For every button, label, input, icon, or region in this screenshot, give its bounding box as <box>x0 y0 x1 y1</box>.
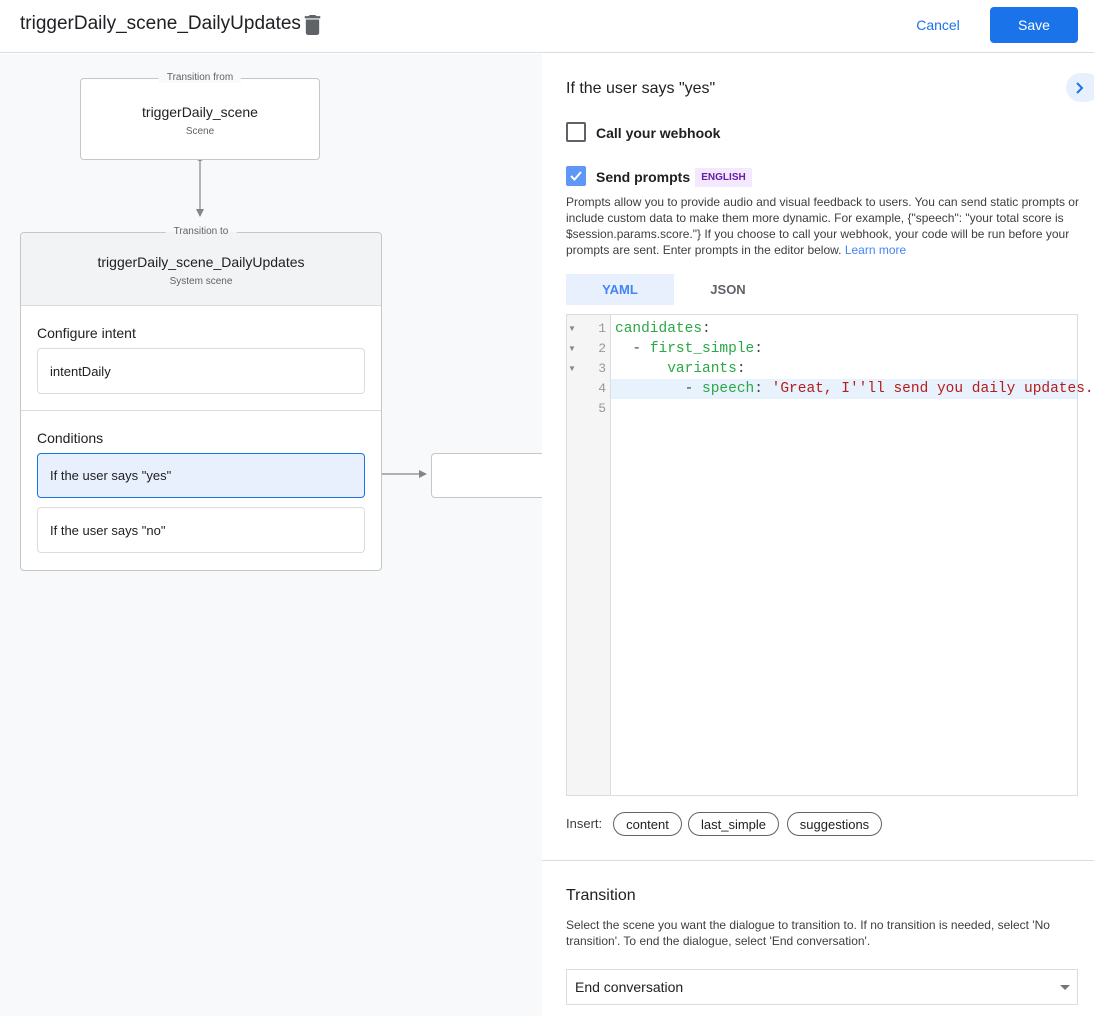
learn-more-link[interactable]: Learn more <box>844 243 907 257</box>
tab-yaml[interactable]: YAML <box>566 274 674 305</box>
dropdown-arrow-icon <box>1060 985 1070 990</box>
tab-json[interactable]: JSON <box>710 282 746 297</box>
arrow-right-icon <box>419 470 427 478</box>
collapse-panel-button[interactable] <box>1066 73 1094 102</box>
cancel-button[interactable]: Cancel <box>906 8 970 42</box>
webhook-label: Call your webhook <box>596 125 721 141</box>
node-subtitle: Scene <box>185 126 215 137</box>
transition-from-node[interactable]: Transition from triggerDaily_scene Scene <box>80 72 320 160</box>
condition-yes[interactable]: If the user says "yes" <box>37 453 365 498</box>
chevron-right-icon <box>1076 81 1084 94</box>
node-title: triggerDaily_scene <box>142 104 258 120</box>
line-number: 4 <box>598 381 606 396</box>
node-legend: Transition to <box>165 226 237 237</box>
code-line: variants: <box>667 361 746 377</box>
prompts-description: Prompts allow you to provide audio and v… <box>566 195 1079 257</box>
send-prompts-label: Send prompts <box>596 169 691 185</box>
code-line: - first_simple: <box>632 341 763 357</box>
active-line-highlight <box>611 379 1077 399</box>
line-number: 1 <box>598 321 606 336</box>
node-title: triggerDaily_scene_DailyUpdates <box>97 254 305 270</box>
language-badge: ENGLISH <box>695 168 752 187</box>
transition-select[interactable]: End conversation <box>566 969 1078 1005</box>
arrow-down-icon <box>196 209 204 217</box>
insert-chip-content[interactable]: content <box>613 812 682 836</box>
details-panel <box>542 54 1094 1016</box>
divider <box>542 860 1094 861</box>
transition-select-value: End conversation <box>575 979 684 995</box>
intent-item[interactable]: intentDaily <box>37 348 365 394</box>
transition-heading: Transition <box>566 887 636 904</box>
panel-title: If the user says "yes" <box>566 80 716 97</box>
check-icon <box>570 171 582 181</box>
code-line: candidates: <box>615 321 711 337</box>
insert-chip-last-simple[interactable]: last_simple <box>688 812 779 836</box>
fold-arrow-icon[interactable]: ▼ <box>568 364 576 373</box>
code-editor[interactable] <box>566 314 1078 796</box>
fold-arrow-icon[interactable]: ▼ <box>568 344 576 353</box>
configure-intent-label: Configure intent <box>37 325 136 341</box>
transition-to-node: Transition to triggerDaily_scene_DailyUp… <box>20 226 382 571</box>
fold-arrow-icon[interactable]: ▼ <box>568 324 576 333</box>
node-subtitle: System scene <box>169 276 233 287</box>
transition-description: Select the scene you want the dialogue t… <box>566 918 1050 948</box>
line-number: 2 <box>598 341 606 356</box>
node-legend: Transition from <box>158 72 242 83</box>
condition-no[interactable]: If the user says "no" <box>37 507 365 553</box>
editor-gutter <box>567 315 611 795</box>
insert-chip-suggestions[interactable]: suggestions <box>787 812 882 836</box>
header: triggerDaily_scene_DailyUpdates Cancel S… <box>0 0 1094 53</box>
save-button[interactable]: Save <box>990 7 1078 43</box>
line-number: 5 <box>598 401 606 416</box>
send-prompts-checkbox[interactable] <box>566 166 586 186</box>
insert-label: Insert: <box>566 816 603 831</box>
conditions-label: Conditions <box>37 430 104 446</box>
code-line: - speech: 'Great, I''ll send you daily u… <box>684 381 1094 397</box>
webhook-checkbox[interactable] <box>566 122 586 142</box>
page-title: triggerDaily_scene_DailyUpdates <box>20 13 301 34</box>
trash-icon[interactable] <box>304 15 321 35</box>
line-number: 3 <box>598 361 606 376</box>
target-node-empty[interactable] <box>431 453 551 498</box>
